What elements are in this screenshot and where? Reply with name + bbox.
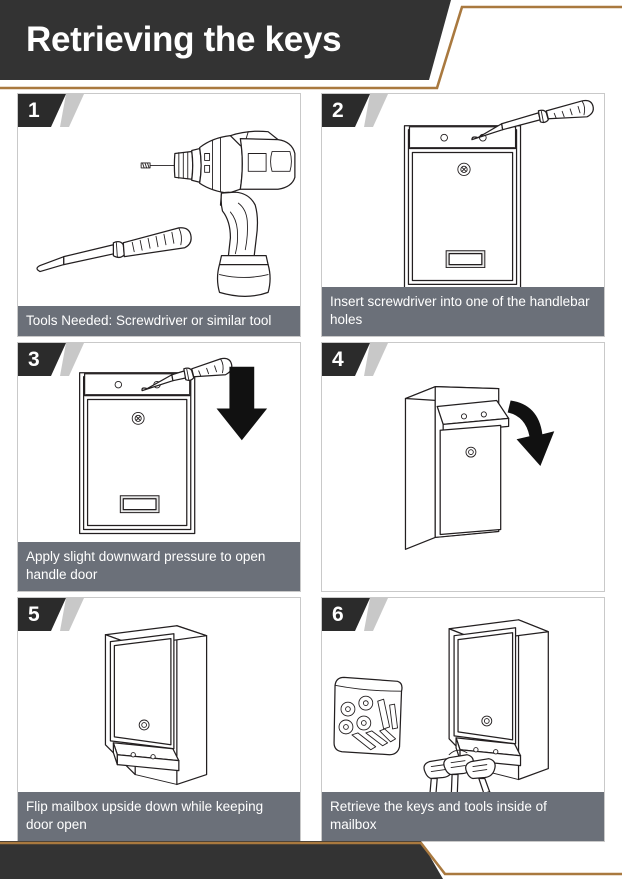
page-footer (0, 829, 622, 879)
header-accent-line (0, 5, 622, 90)
step-badge-4: 4 (322, 343, 388, 376)
step-badge-2: 2 (322, 94, 388, 127)
badge-shape (322, 94, 370, 127)
header-banner-shape (0, 0, 451, 80)
step-panel-6: 6 Retrieve the keys and tools inside of … (321, 597, 605, 842)
step-caption-6: Retrieve the keys and tools inside of ma… (322, 792, 604, 841)
page-title: Retrieving the keys (26, 20, 342, 59)
step-5-illustration (18, 598, 300, 841)
screwdriver-inserted-drawing (471, 99, 594, 141)
drill-drawing (140, 130, 296, 297)
step-badge-1: 1 (18, 94, 84, 127)
step-number: 1 (28, 99, 40, 122)
step-panel-5: 5 Flip mailbox upside down while keeping… (17, 597, 301, 842)
mailbox-front-drawing (79, 372, 196, 535)
step-panel-3: 3 Apply slight downward pressure to open… (17, 342, 301, 592)
mailbox-upside-down-drawing (104, 625, 208, 786)
footer-accent-line (0, 841, 622, 876)
step-caption-2: Insert screwdriver into one of the handl… (322, 287, 604, 336)
badge-shape (322, 598, 370, 631)
step-caption-1: Tools Needed: Screwdriver or similar too… (18, 305, 300, 336)
step-number: 5 (28, 603, 40, 626)
badge-shape (18, 343, 66, 376)
curved-arrow-icon (507, 400, 555, 467)
step-number: 4 (332, 348, 344, 371)
steps-grid: 1 Tools Needed: Screwdriver or similar t… (17, 93, 605, 842)
badge-shape (18, 94, 66, 127)
step-1-illustration (18, 94, 300, 336)
step-badge-3: 3 (18, 343, 84, 376)
hardware-bag-drawing (333, 676, 403, 756)
step-caption-3: Apply slight downward pressure to open h… (18, 542, 300, 591)
step-4-illustration (322, 343, 604, 591)
step-badge-5: 5 (18, 598, 84, 631)
step-6-illustration (322, 598, 604, 841)
badge-shape (322, 343, 370, 376)
down-arrow-icon (216, 366, 268, 441)
mailbox-3d-drawing (404, 386, 510, 550)
screwdriver-drawing (36, 227, 192, 273)
screwdriver-drawing (141, 357, 233, 392)
step-number: 2 (332, 99, 344, 122)
step-panel-4: 4 (321, 342, 605, 592)
step-number: 6 (332, 603, 344, 626)
mailbox-front-drawing (403, 125, 522, 290)
step-panel-2: 2 Insert screwdriver into one of the han… (321, 93, 605, 337)
footer-banner-shape (0, 841, 443, 879)
step-caption-5: Flip mailbox upside down while keeping d… (18, 792, 300, 841)
step-panel-1: 1 Tools Needed: Screwdriver or similar t… (17, 93, 301, 337)
step-2-illustration (322, 94, 604, 336)
step-badge-6: 6 (322, 598, 388, 631)
page-header: Retrieving the keys (0, 0, 622, 90)
badge-shape (18, 598, 66, 631)
step-3-illustration (18, 343, 300, 591)
step-number: 3 (28, 348, 40, 371)
mailbox-upside-down-drawing (448, 619, 549, 781)
